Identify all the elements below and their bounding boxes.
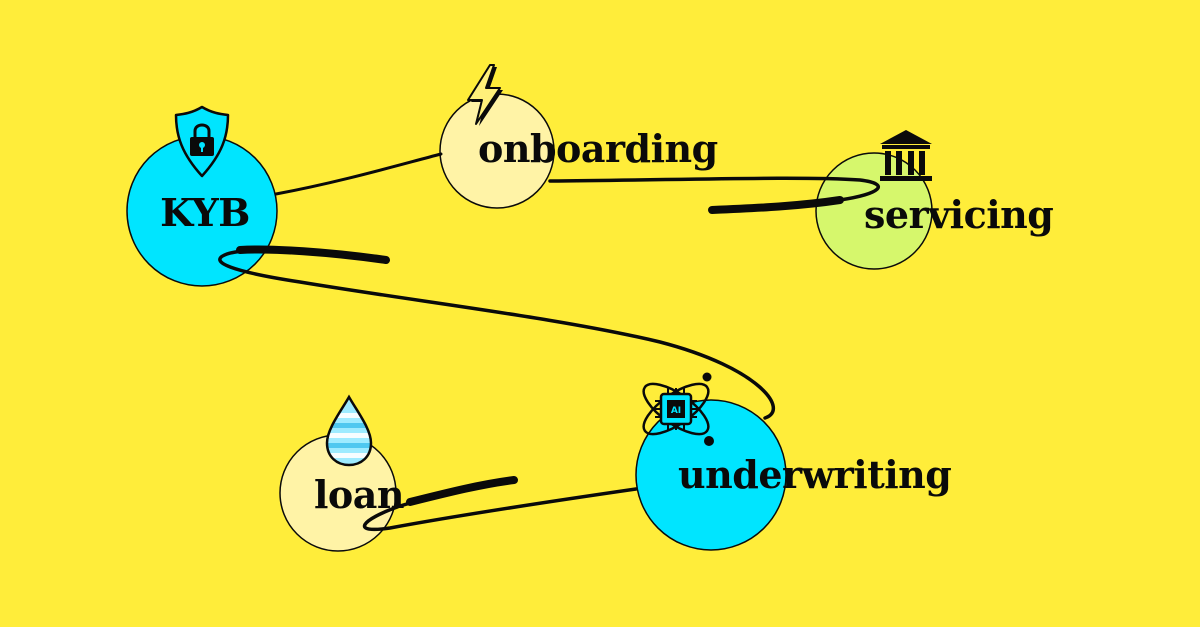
connector-underwriting-loan (362, 478, 638, 532)
svg-text:AI: AI (671, 406, 681, 416)
connector-kyb-underwriting (218, 248, 776, 420)
connector-kyb-loop-head (236, 245, 390, 264)
shield-lock-icon (174, 105, 230, 178)
ai-chip-atom-icon: AI (642, 372, 714, 446)
lightning-bolt-icon (467, 64, 503, 126)
connector-underwriting-loan-tail (406, 476, 518, 506)
kyb-label: KYB (160, 190, 250, 235)
loan-label: loan (314, 472, 404, 517)
water-drop-icon (325, 394, 373, 467)
bank-building-icon (880, 130, 932, 181)
underwriting-node (635, 399, 787, 551)
underwriting-label: underwriting (678, 452, 951, 497)
servicing-node (815, 152, 933, 270)
servicing-label: servicing (864, 192, 1053, 237)
connector-kyb-onboarding (274, 152, 443, 196)
connector-onboarding-servicing-tail (708, 196, 844, 214)
onboarding-label: onboarding (478, 126, 718, 171)
